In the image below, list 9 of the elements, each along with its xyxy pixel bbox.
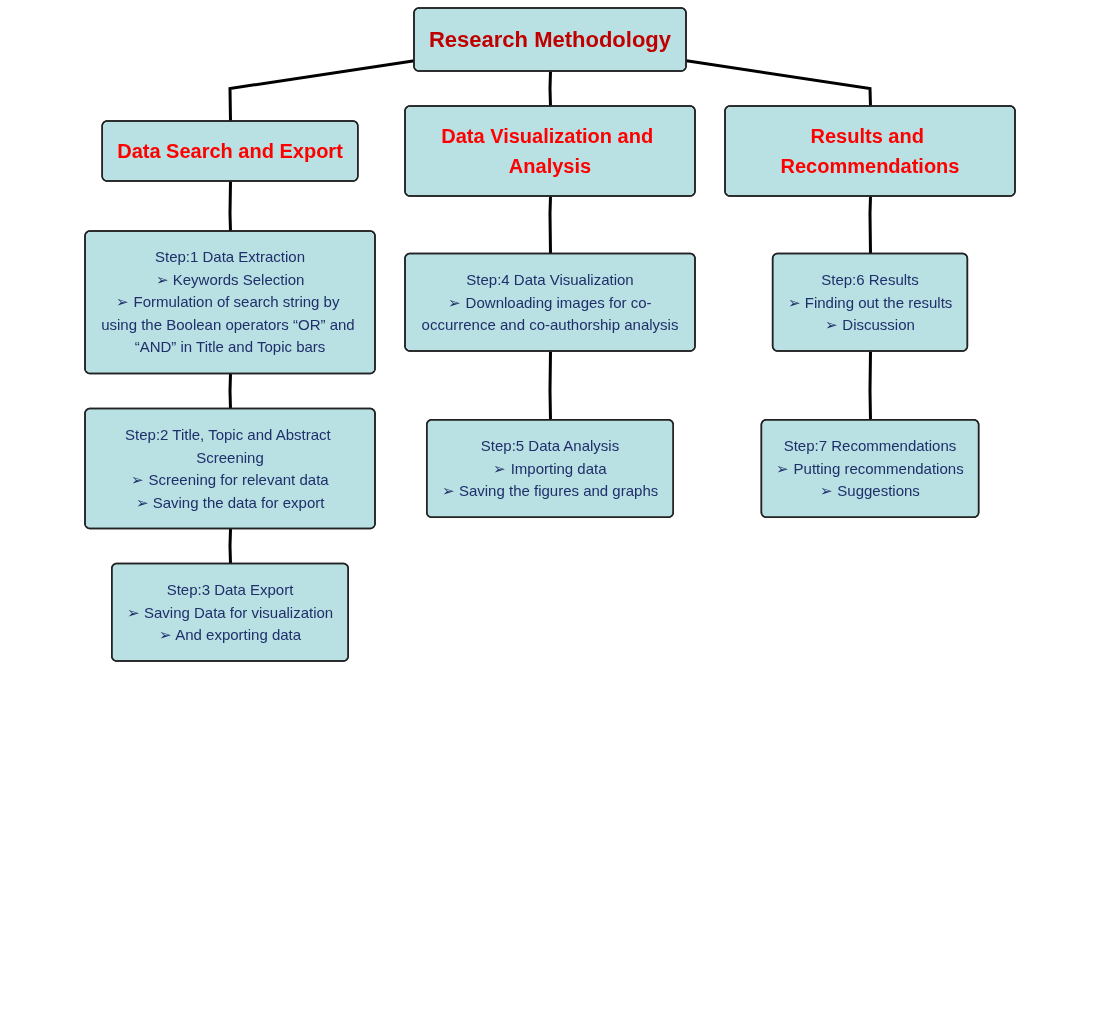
connector — [548, 71, 552, 107]
connector — [868, 351, 872, 421]
connector — [228, 528, 232, 565]
connector — [548, 351, 552, 421]
connector — [548, 196, 552, 255]
connector — [228, 181, 232, 232]
connector — [686, 59, 872, 107]
connector — [868, 196, 872, 255]
connector — [228, 373, 232, 410]
